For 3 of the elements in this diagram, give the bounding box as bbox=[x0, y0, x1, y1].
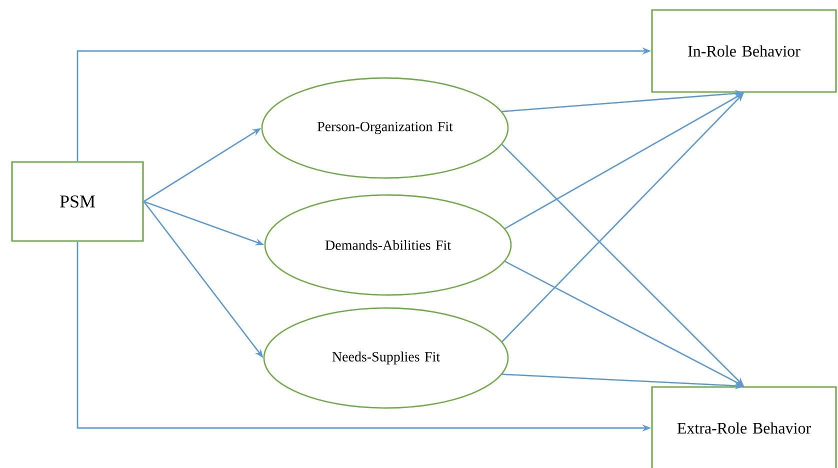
process-box: Extra-Role Behavior bbox=[651, 386, 837, 468]
process-box: In-Role Behavior bbox=[651, 9, 837, 93]
process-box: PSM bbox=[11, 161, 144, 242]
